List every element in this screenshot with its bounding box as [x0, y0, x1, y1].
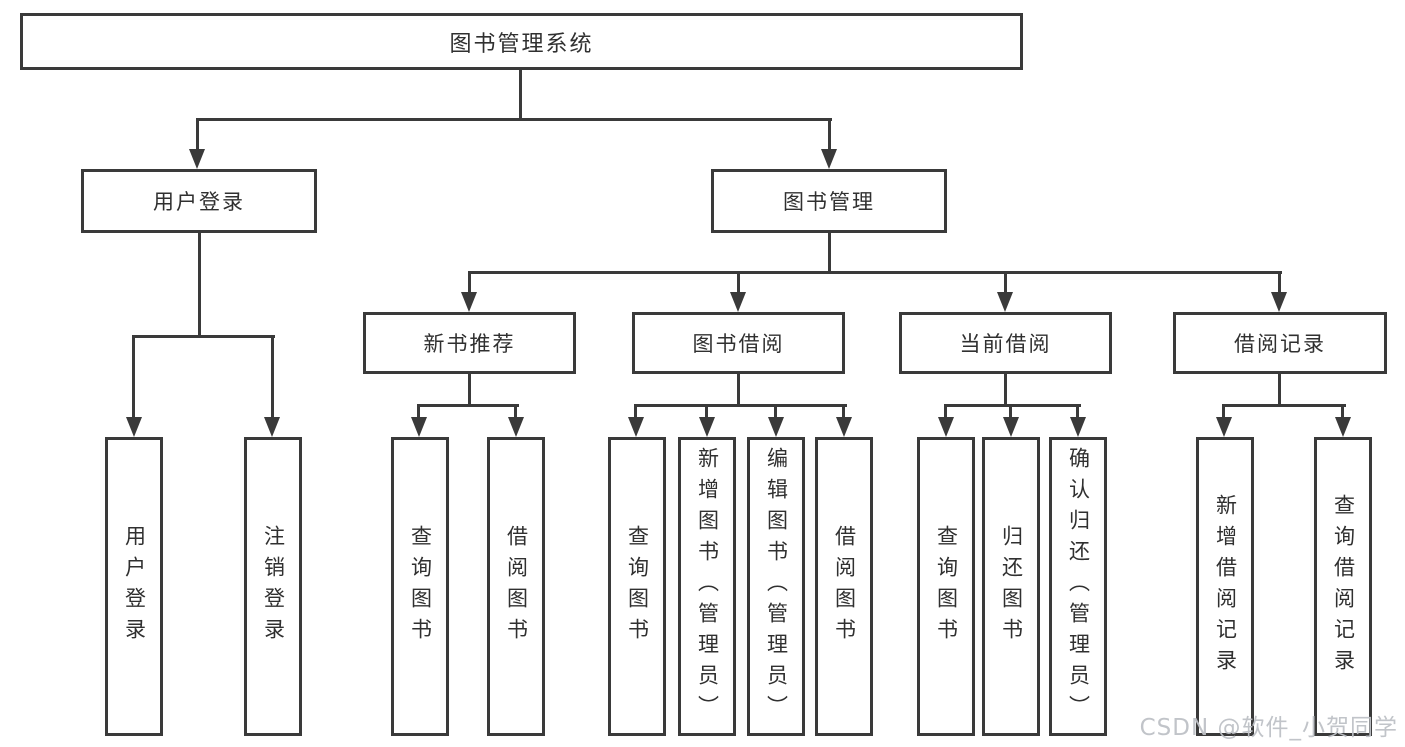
arrow-down-icon	[264, 417, 280, 437]
connector-line	[1222, 404, 1225, 417]
leaf-query-book-recommend: 查询图书	[391, 437, 449, 736]
connector-line	[944, 404, 947, 417]
node-label: 图书借阅	[692, 332, 785, 356]
connector-line	[1341, 404, 1344, 417]
leaf-borrow-book-recommend: 借阅图书	[487, 437, 545, 736]
node-new-book-recommend: 新书推荐	[363, 312, 576, 374]
arrow-down-icon	[1003, 417, 1019, 437]
leaf-borrow-book: 借阅图书	[815, 437, 873, 736]
node-label: 查询图书	[934, 524, 959, 649]
arrow-down-icon	[699, 417, 715, 437]
node-label: 新增借阅记录	[1213, 493, 1238, 680]
arrow-down-icon	[836, 417, 852, 437]
arrow-down-icon	[997, 292, 1013, 312]
node-label: 借阅图书	[504, 524, 529, 649]
connector-line	[196, 118, 199, 149]
node-label: 查询图书	[625, 524, 650, 649]
node-label: 查询借阅记录	[1331, 493, 1356, 680]
connector-line	[634, 404, 637, 417]
connector-line	[196, 118, 832, 121]
node-label: 查询图书	[408, 524, 433, 649]
connector-line	[468, 271, 1282, 274]
arrow-down-icon	[1070, 417, 1086, 437]
node-label: 确认归还（管理员）	[1066, 447, 1091, 726]
node-label: 用户登录	[122, 524, 147, 649]
arrow-down-icon	[508, 417, 524, 437]
node-current-borrow: 当前借阅	[899, 312, 1112, 374]
node-book-borrow: 图书借阅	[632, 312, 845, 374]
arrow-down-icon	[1216, 417, 1232, 437]
connector-line	[417, 404, 519, 407]
connector-line	[634, 404, 847, 407]
node-label: 图书管理	[783, 190, 875, 214]
leaf-return-book: 归还图书	[982, 437, 1040, 736]
node-label: 借阅图书	[832, 524, 857, 649]
connector-line	[828, 118, 831, 149]
node-borrow-records: 借阅记录	[1173, 312, 1387, 374]
leaf-confirm-return-admin: 确认归还（管理员）	[1049, 437, 1107, 736]
connector-line	[519, 69, 522, 119]
connector-line	[774, 404, 777, 417]
arrow-down-icon	[461, 292, 477, 312]
node-label: 新书推荐	[423, 332, 516, 356]
arrow-down-icon	[628, 417, 644, 437]
leaf-query-book-borrow: 查询图书	[608, 437, 666, 736]
node-label: 归还图书	[999, 524, 1024, 649]
arrow-down-icon	[730, 292, 746, 312]
connector-line	[1004, 271, 1007, 292]
leaf-add-borrow-record: 新增借阅记录	[1196, 437, 1254, 736]
arrow-down-icon	[411, 417, 427, 437]
connector-line	[1009, 404, 1012, 417]
connector-line	[132, 335, 135, 417]
connector-line	[1076, 404, 1079, 417]
connector-line	[468, 271, 471, 292]
arrow-down-icon	[189, 149, 205, 169]
arrow-down-icon	[126, 417, 142, 437]
leaf-add-book-admin: 新增图书（管理员）	[678, 437, 736, 736]
arrow-down-icon	[938, 417, 954, 437]
arrow-down-icon	[821, 149, 837, 169]
connector-line	[198, 233, 201, 338]
connector-line	[1278, 271, 1281, 292]
node-label: 编辑图书（管理员）	[764, 447, 789, 726]
node-label: 借阅记录	[1234, 332, 1326, 356]
connector-line	[132, 335, 275, 338]
leaf-edit-book-admin: 编辑图书（管理员）	[747, 437, 805, 736]
leaf-query-borrow-record: 查询借阅记录	[1314, 437, 1372, 736]
node-label: 用户登录	[153, 190, 245, 214]
arrow-down-icon	[768, 417, 784, 437]
connector-line	[1222, 404, 1346, 407]
node-library-management-system: 图书管理系统	[20, 13, 1023, 70]
leaf-user-login: 用户登录	[105, 437, 163, 736]
connector-line	[417, 404, 420, 417]
csdn-watermark: CSDN @软件_小贺同学	[1139, 715, 1398, 741]
connector-line	[737, 373, 740, 407]
connector-line	[828, 233, 831, 274]
node-book-management: 图书管理	[711, 169, 947, 233]
leaf-logout: 注销登录	[244, 437, 302, 736]
arrow-down-icon	[1271, 292, 1287, 312]
leaf-query-book-current: 查询图书	[917, 437, 975, 736]
connector-line	[1278, 373, 1281, 407]
connector-line	[737, 271, 740, 292]
connector-line	[705, 404, 708, 417]
connector-line	[271, 335, 274, 417]
connector-line	[842, 404, 845, 417]
node-user-login: 用户登录	[81, 169, 317, 233]
node-label: 图书管理系统	[449, 31, 594, 57]
node-label: 新增图书（管理员）	[695, 447, 720, 726]
connector-line	[944, 404, 1081, 407]
connector-line	[1004, 373, 1007, 407]
node-label: 当前借阅	[959, 332, 1052, 356]
connector-line	[514, 404, 517, 417]
node-label: 注销登录	[261, 524, 286, 649]
arrow-down-icon	[1335, 417, 1351, 437]
connector-line	[468, 373, 471, 407]
